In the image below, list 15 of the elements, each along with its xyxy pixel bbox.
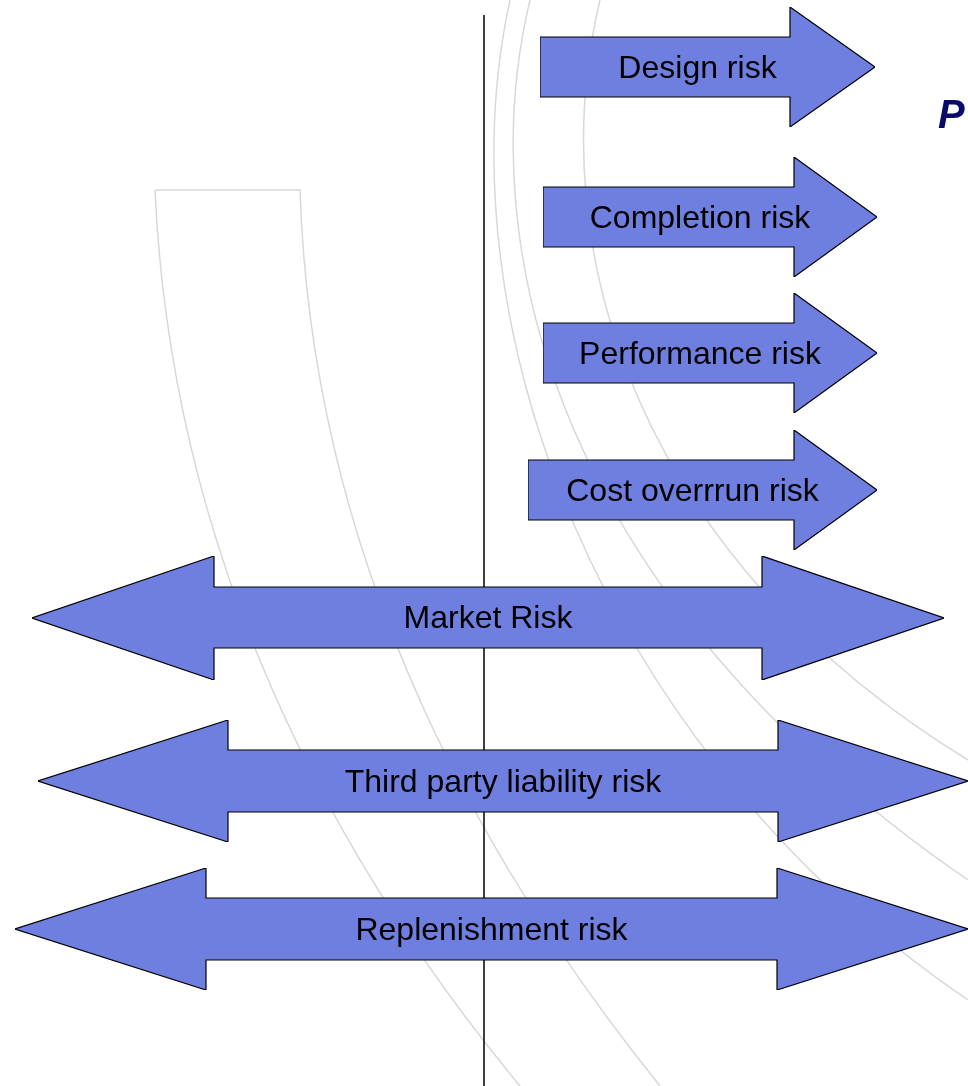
arrow-label: Cost overrrun risk [566, 471, 819, 509]
arrow-label: Market Risk [403, 599, 573, 636]
double-arrow-shaped-box [32, 556, 944, 680]
double-arrow-shaped-box [15, 868, 968, 990]
arrow-label: Design risk [618, 48, 777, 86]
arrow-shaped-box [543, 157, 877, 277]
heading-text: P [938, 92, 965, 137]
arrow-shaped-box [543, 293, 877, 413]
double-arrow-shaped-box [38, 720, 968, 842]
arrow-shaped-box [528, 430, 877, 550]
arrow-label: Performance risk [579, 334, 821, 372]
arrow-label: Completion risk [589, 198, 811, 236]
arrow-label: Replenishment risk [355, 910, 628, 948]
arrow-shaped-box [540, 7, 875, 127]
arrow-label: Third party liability risk [344, 762, 662, 800]
